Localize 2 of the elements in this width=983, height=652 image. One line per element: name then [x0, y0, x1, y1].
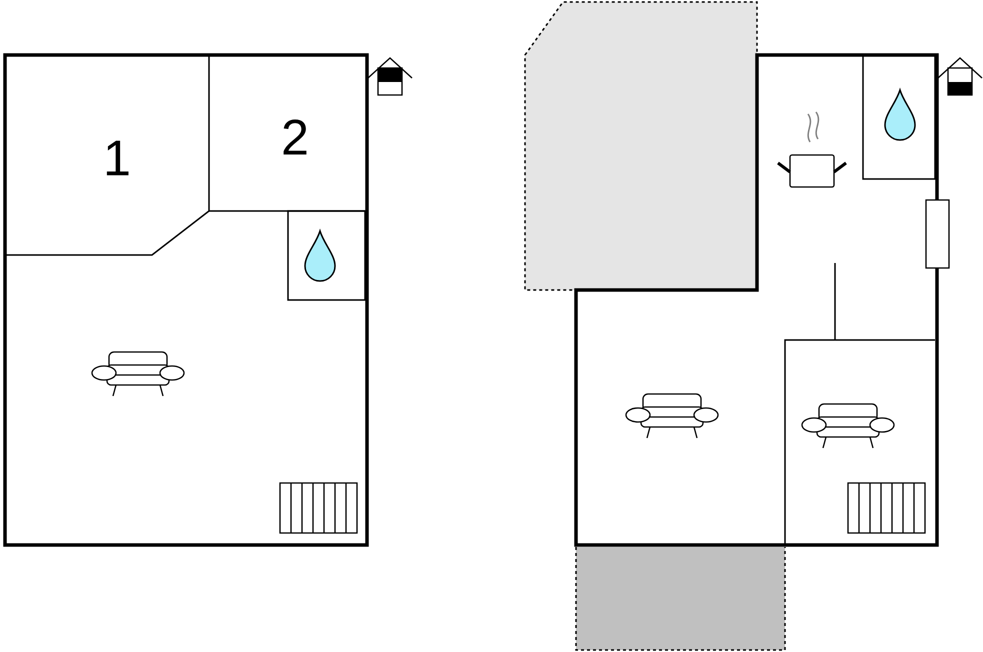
room-number: 2 — [284, 120, 306, 154]
room-number: 1 — [106, 140, 128, 176]
